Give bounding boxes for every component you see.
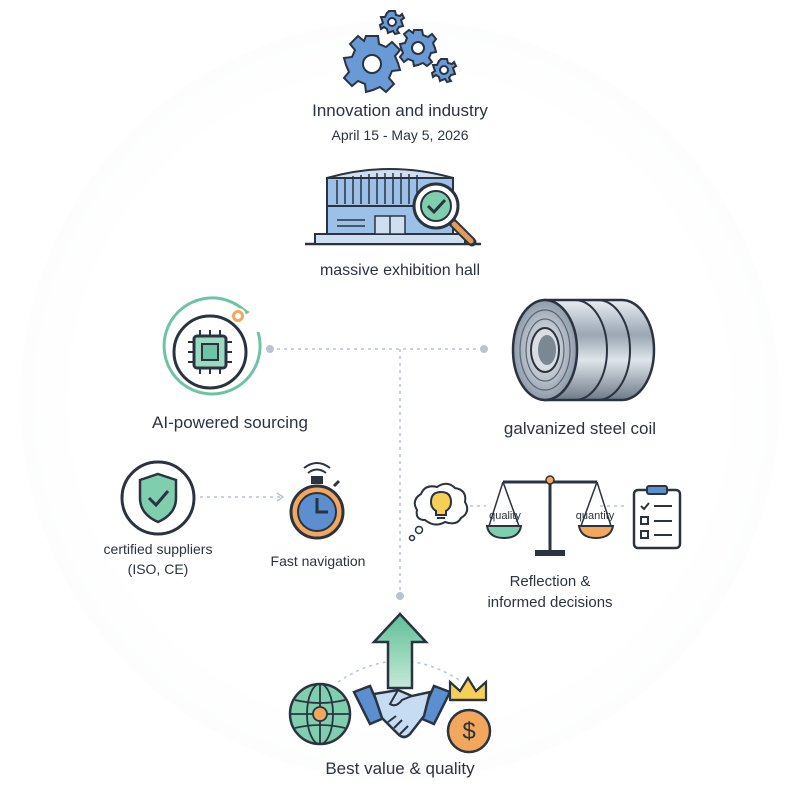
up-arrow-icon xyxy=(371,612,429,690)
header-title: Innovation and industry xyxy=(312,101,488,120)
dollar-coin-icon: $ xyxy=(446,708,492,754)
crown-icon xyxy=(448,675,488,702)
certified-label-line1: certified suppliers xyxy=(103,541,213,557)
globe-icon xyxy=(288,682,352,746)
coil-label: galvanized steel coil xyxy=(503,419,657,438)
header-dates: April 15 - May 5, 2026 xyxy=(331,127,469,143)
hall-label: massive exhibition hall xyxy=(319,262,481,279)
reflection-label-line1: Reflection & xyxy=(509,573,591,590)
balance-scale-icon xyxy=(485,475,615,556)
chip-icon xyxy=(162,296,262,396)
steel-coil-icon xyxy=(511,298,656,402)
magnifier-check-icon xyxy=(412,182,477,247)
fast-nav-label: Fast navigation xyxy=(270,553,366,569)
scale-right-pan-label: quantity xyxy=(575,510,615,522)
scale-left-pan-label: quality xyxy=(489,510,521,522)
best-value-label: Best value & quality xyxy=(325,759,475,778)
svg-text:$: $ xyxy=(462,718,475,745)
shield-check-icon xyxy=(120,460,196,536)
lightbulb-thought-icon xyxy=(408,482,469,542)
checklist-icon xyxy=(632,485,682,550)
reflection-label-line2: informed decisions xyxy=(487,594,613,611)
certified-label-line2: (ISO, CE) xyxy=(127,561,189,577)
ai-label: AI-powered sourcing xyxy=(152,413,308,432)
stopwatch-icon xyxy=(289,462,345,540)
handshake-icon xyxy=(352,684,452,739)
gears-icon xyxy=(342,10,458,94)
